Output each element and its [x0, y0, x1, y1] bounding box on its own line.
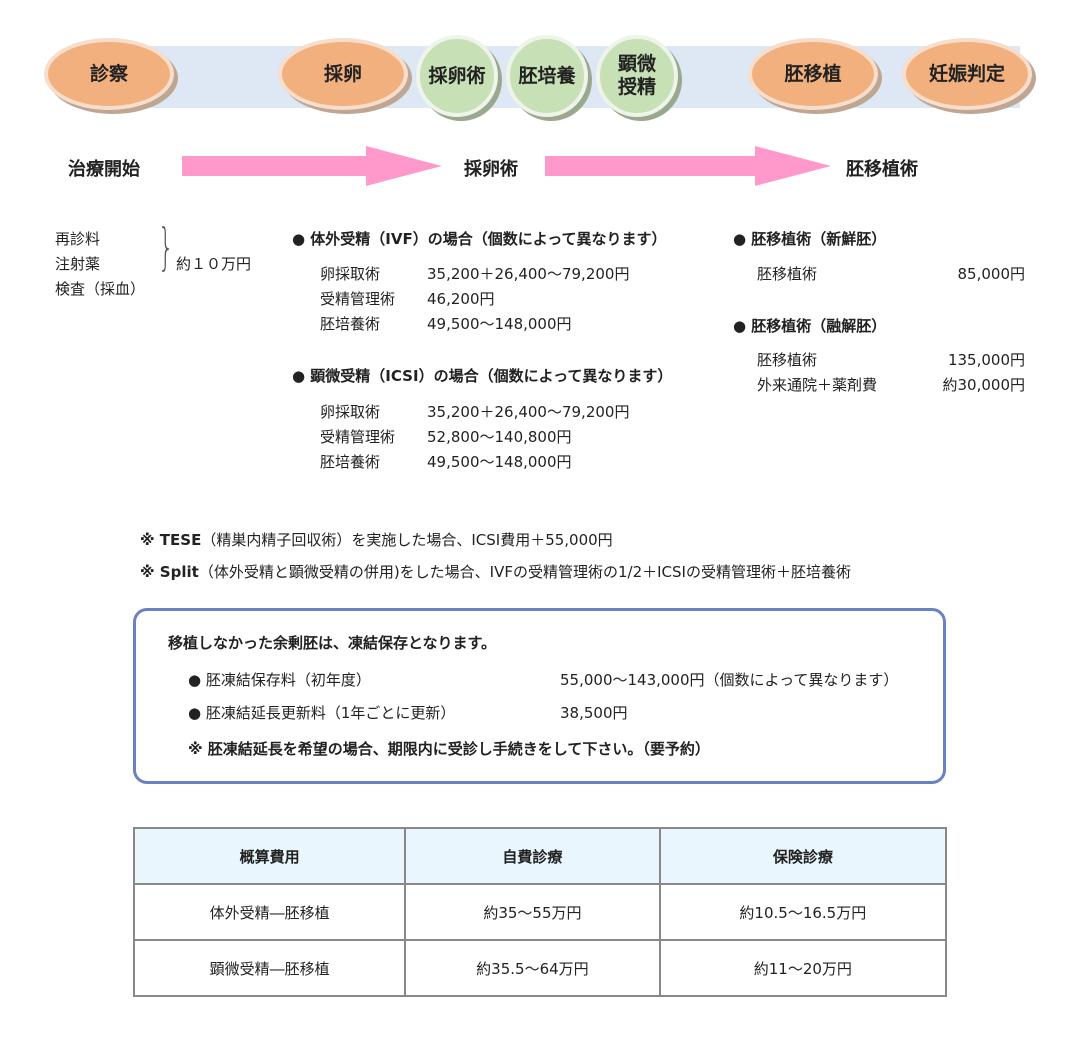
icsi-price: 35,200＋26,400〜79,200円 — [427, 403, 630, 421]
fresh-title: ● 胚移植術（新鮮胚） — [733, 230, 887, 248]
ivf-price: 35,200＋26,400〜79,200円 — [427, 265, 630, 283]
header-cell: 概算費用 — [132, 827, 407, 885]
stage-start: 治療開始 — [68, 159, 140, 180]
step-retrieval-surgery: 採卵術 — [416, 35, 498, 117]
freeze-info-box — [133, 608, 946, 784]
tese-key: ※ TESE — [140, 531, 202, 549]
tese-note: ※ TESE（精巣内精子回収術）を実施した場合、ICSI費用＋55,000円 — [140, 529, 613, 550]
icsi-label: 胚培養術 — [320, 453, 381, 471]
freeze-label: ● 胚凍結保存料（初年度） — [188, 671, 371, 689]
step-egg-retrieval: 採卵 — [278, 38, 408, 110]
split-text: （体外受精と顕微受精の併用)をした場合、IVFの受精管理術の1/2＋ICSIの受… — [198, 563, 851, 581]
frozen-price: 135,000円 — [947, 351, 1025, 369]
frozen-price: 約30,000円 — [942, 376, 1026, 394]
frozen-label: 外来通院＋薬剤費 — [757, 376, 878, 394]
icsi-price: 52,800〜140,800円 — [427, 428, 572, 446]
step-consultation: 診察 — [44, 38, 174, 110]
step-embryo-culture: 胚培養 — [506, 35, 588, 117]
icsi-title: ● 顕微受精（ICSI）の場合（個数によって異なります） — [292, 367, 673, 385]
stage-retrieval: 採卵術 — [464, 159, 518, 180]
arrow-right-icon — [182, 146, 442, 186]
ivf-price: 46,200円 — [427, 290, 495, 308]
brace-icon: } — [157, 218, 174, 276]
freeze-title: 移植しなかった余剰胚は、凍結保存となります。 — [168, 634, 497, 652]
table-cell: 約11〜20万円 — [658, 939, 948, 997]
start-item: 再診料 — [55, 230, 101, 248]
split-key: ※ Split — [140, 563, 199, 581]
table-cell: 約35〜55万円 — [404, 883, 661, 941]
step-pregnancy-test: 妊娠判定 — [902, 38, 1032, 110]
cost-table: 概算費用自費診療保険診療 体外受精―胚移植約35〜55万円約10.5〜16.5万… — [132, 827, 948, 997]
freeze-price: 38,500円 — [560, 704, 628, 722]
header-cell: 保険診療 — [658, 827, 948, 885]
split-note: ※ Split（体外受精と顕微受精の併用)をした場合、IVFの受精管理術の1/2… — [140, 561, 851, 582]
fresh-price: 85,000円 — [957, 265, 1026, 283]
table-cell: 約35.5〜64万円 — [404, 939, 661, 997]
tese-text: （精巣内精子回収術）を実施した場合、ICSI費用＋55,000円 — [201, 531, 613, 549]
start-total: 約１０万円 — [176, 255, 252, 273]
icsi-label: 受精管理術 — [320, 428, 396, 446]
step-embryo-transfer: 胚移植 — [748, 38, 878, 110]
fresh-label: 胚移植術 — [757, 265, 818, 283]
freeze-label: ● 胚凍結延長更新料（1年ごとに更新） — [188, 704, 456, 722]
start-item: 注射薬 — [55, 255, 101, 273]
stage-transfer: 胚移植術 — [846, 159, 918, 180]
icsi-label: 卵採取術 — [320, 403, 381, 421]
freeze-note: ※ 胚凍結延長を希望の場合、期限内に受診し手続きをして下さい。（要予約） — [188, 740, 710, 758]
start-item: 検査（採血） — [55, 280, 146, 298]
frozen-title: ● 胚移植術（融解胚） — [733, 317, 887, 335]
table-row: 体外受精―胚移植約35〜55万円約10.5〜16.5万円 — [132, 883, 948, 941]
ivf-label: 受精管理術 — [320, 290, 396, 308]
table-cell: 顕微受精―胚移植 — [132, 939, 407, 997]
step-icsi: 顕微 授精 — [596, 35, 678, 117]
icsi-price: 49,500〜148,000円 — [427, 453, 572, 471]
table-header-row: 概算費用自費診療保険診療 — [132, 827, 948, 885]
table-cell: 体外受精―胚移植 — [132, 883, 407, 941]
ivf-price: 49,500〜148,000円 — [427, 315, 572, 333]
header-cell: 自費診療 — [404, 827, 661, 885]
frozen-label: 胚移植術 — [757, 351, 818, 369]
ivf-title: ● 体外受精（IVF）の場合（個数によって異なります） — [292, 230, 667, 248]
ivf-label: 卵採取術 — [320, 265, 381, 283]
freeze-price: 55,000〜143,000円（個数によって異なります） — [560, 671, 899, 689]
ivf-label: 胚培養術 — [320, 315, 381, 333]
table-cell: 約10.5〜16.5万円 — [658, 883, 948, 941]
arrow-right-icon — [545, 146, 831, 186]
table-row: 顕微受精―胚移植約35.5〜64万円約11〜20万円 — [132, 939, 948, 997]
